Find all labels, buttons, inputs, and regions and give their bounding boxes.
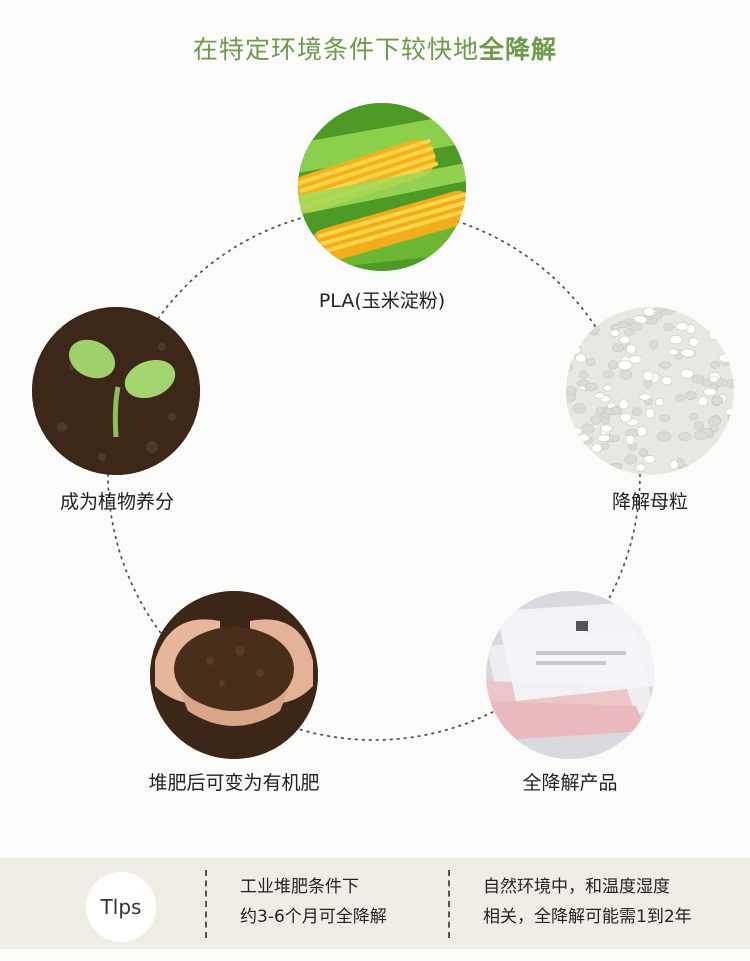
bags-image	[486, 591, 654, 759]
cycle-label-nutrient: 成为植物养分	[59, 491, 174, 513]
divider	[448, 870, 450, 938]
pellets-image	[566, 307, 734, 475]
page-title: 在特定环境条件下较快地全降解	[192, 35, 558, 64]
cycle-label-masterbatch: 降解母粒	[611, 491, 688, 513]
note-industrial: 工业堆肥条件下 约3-6个月可全降解	[240, 877, 387, 927]
corn-image	[298, 103, 466, 271]
seedling-image	[32, 307, 200, 475]
compost-hands-image	[150, 591, 318, 759]
cycle-label-pla: PLA(玉米淀粉)	[318, 290, 446, 312]
cycle-label-compost: 堆肥后可变为有机肥	[148, 772, 320, 794]
tips-badge: Tlps	[86, 872, 156, 942]
note-natural: 自然环境中，和温度湿度 相关，全降解可能需1到2年	[483, 877, 692, 927]
cycle-label-product: 全降解产品	[522, 772, 618, 794]
footer-tips: Tlps 工业堆肥条件下 约3-6个月可全降解 自然环境中，和温度湿度 相关，全…	[0, 858, 750, 949]
divider	[205, 870, 207, 938]
